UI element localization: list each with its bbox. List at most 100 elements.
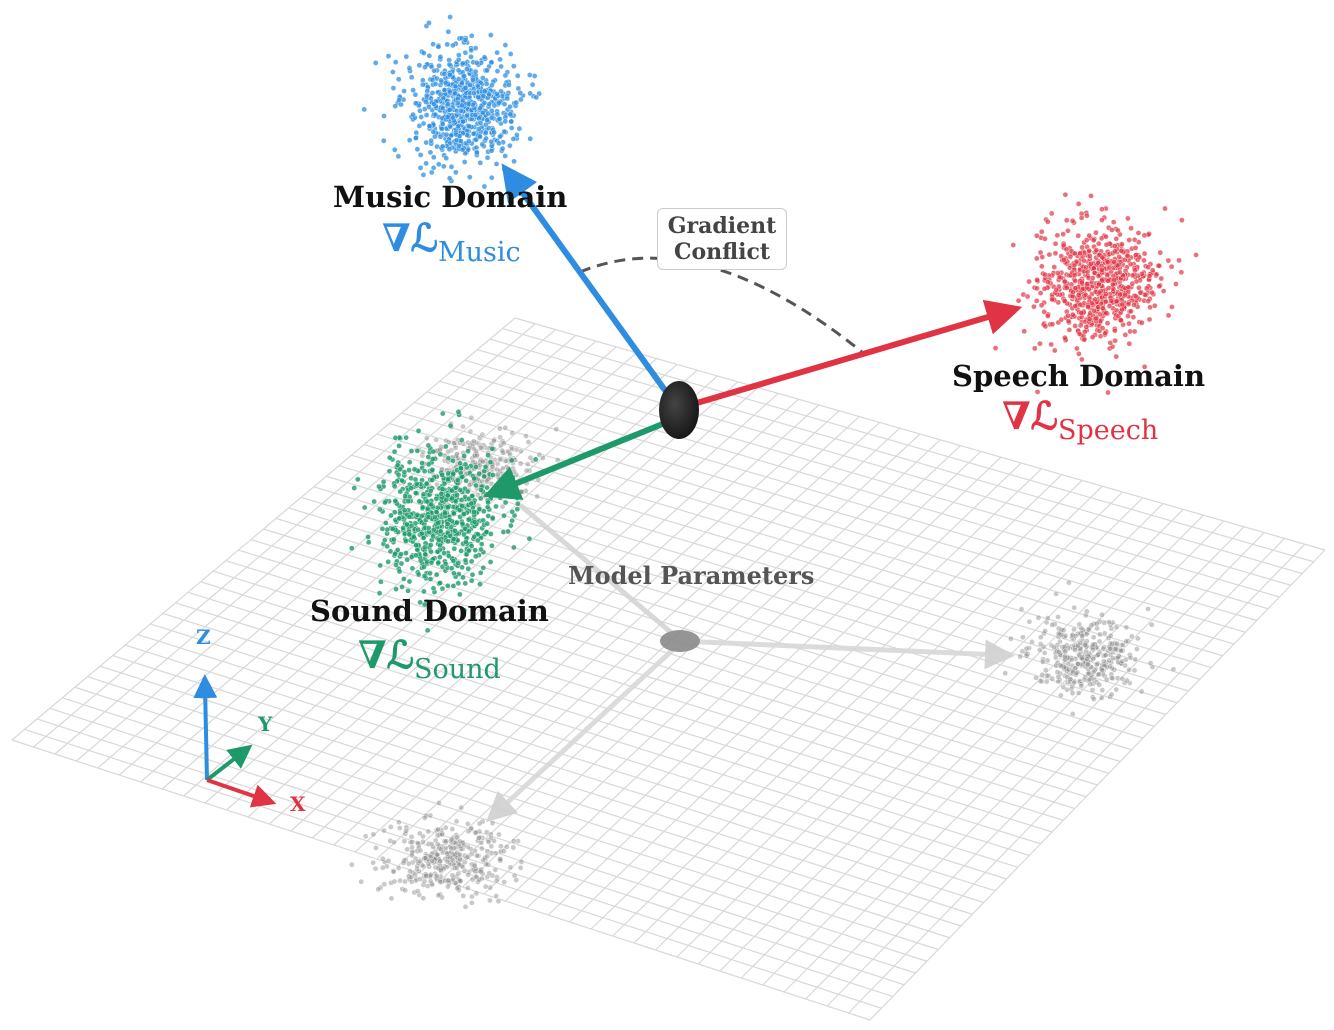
music-shadow-point: [488, 843, 495, 850]
speech-shadow-point: [1113, 624, 1120, 630]
music-point: [447, 123, 454, 130]
sound-point: [500, 529, 507, 535]
music-point: [456, 133, 463, 139]
speech-point: [1105, 285, 1112, 291]
speech-shadow-point: [1097, 631, 1103, 638]
speech-point: [1147, 304, 1153, 311]
music-shadow-point: [486, 870, 493, 877]
sound-point: [408, 523, 415, 529]
music-shadow-point: [487, 897, 493, 904]
speech-point: [1109, 227, 1115, 233]
sound-shadow-point: [420, 449, 426, 455]
speech-shadow-point: [1147, 660, 1154, 666]
speech-shadow-point: [1070, 668, 1076, 675]
sound-point: [406, 467, 412, 473]
music-point: [486, 91, 492, 98]
music-shadow-point: [457, 878, 464, 884]
sound-point: [451, 570, 457, 577]
sound-point: [487, 459, 494, 465]
music-shadow-point: [479, 875, 485, 882]
speech-point: [1179, 217, 1185, 223]
sound-point: [485, 513, 492, 519]
speech-shadow-point: [1079, 655, 1085, 662]
speech-shadow-point: [1077, 639, 1084, 646]
music-point: [417, 165, 424, 171]
sound-shadow-point: [497, 425, 503, 432]
sound-point: [462, 580, 469, 587]
speech-shadow-point: [1084, 652, 1091, 659]
sound-point: [428, 548, 434, 555]
conflict-line-2: Conflict: [673, 239, 771, 265]
speech-shadow-point: [1084, 656, 1090, 662]
speech-point: [1112, 327, 1118, 334]
music-shadow-point: [475, 852, 482, 859]
music-point: [444, 114, 451, 120]
sound-shadow-point: [479, 431, 486, 438]
music-point: [491, 102, 498, 109]
speech-shadow-point: [1109, 665, 1116, 672]
speech-shadow-point: [1079, 633, 1085, 639]
speech-shadow-point: [1090, 634, 1097, 641]
music-grad-symbol: ∇ℒ: [382, 215, 438, 260]
speech-point: [1093, 247, 1100, 253]
sound-point: [379, 526, 386, 532]
speech-shadow-point: [1057, 670, 1064, 677]
speech-point: [1060, 231, 1066, 237]
sound-point: [386, 454, 393, 461]
sound-point: [453, 484, 459, 491]
grid-line: [762, 520, 1225, 986]
speech-shadow-point: [1145, 606, 1151, 612]
sound-point: [450, 470, 457, 477]
speech-point: [1065, 312, 1071, 319]
grid-line: [124, 644, 973, 915]
music-shadow-point: [449, 872, 456, 879]
music-shadow-point: [472, 865, 479, 872]
music-point: [507, 111, 514, 118]
speech-shadow-point: [1102, 673, 1108, 679]
speech-shadow-point: [1070, 636, 1077, 642]
music-shadow-point: [445, 877, 452, 884]
speech-point: [1131, 328, 1138, 335]
music-shadow-point: [421, 878, 428, 885]
speech-shadow-point: [1053, 591, 1059, 597]
speech-shadow-point: [1126, 667, 1132, 673]
speech-point: [1141, 364, 1148, 370]
music-point: [481, 183, 488, 190]
music-shadow-point: [430, 844, 436, 850]
music-point: [472, 68, 479, 75]
speech-shadow-point: [1112, 645, 1119, 652]
sound-point: [412, 490, 419, 496]
speech-point: [1086, 253, 1093, 259]
speech-point: [1141, 257, 1147, 264]
music-point: [507, 142, 513, 149]
x-axis-label: X: [290, 792, 306, 816]
music-shadow-point: [388, 895, 395, 902]
music-point: [446, 88, 453, 95]
projected-sound-line: [518, 503, 682, 642]
speech-point: [1077, 322, 1084, 329]
music-shadow-point: [436, 843, 443, 849]
music-point: [429, 90, 436, 96]
music-domain-title: Music Domain: [333, 180, 568, 214]
speech-shadow-point: [1049, 621, 1055, 628]
sound-point: [458, 548, 464, 554]
grid-line: [137, 633, 984, 904]
music-point: [455, 67, 462, 74]
music-shadow-point: [476, 828, 483, 835]
speech-shadow-point: [1170, 666, 1177, 673]
music-point: [455, 100, 461, 106]
grid-line: [590, 474, 1063, 930]
speech-shadow-point: [1051, 644, 1057, 651]
music-shadow-point: [377, 884, 384, 891]
sound-point: [439, 585, 446, 592]
music-point: [486, 101, 492, 107]
speech-point: [1136, 284, 1142, 291]
music-shadow-point: [397, 825, 403, 831]
music-shadow-point: [420, 833, 426, 840]
music-point: [395, 76, 402, 83]
music-shadow-point: [473, 873, 480, 880]
sound-shadow-point: [499, 449, 506, 456]
music-shadow-point: [456, 861, 463, 868]
speech-shadow-point: [1026, 618, 1033, 625]
music-shadow-point: [441, 838, 448, 844]
